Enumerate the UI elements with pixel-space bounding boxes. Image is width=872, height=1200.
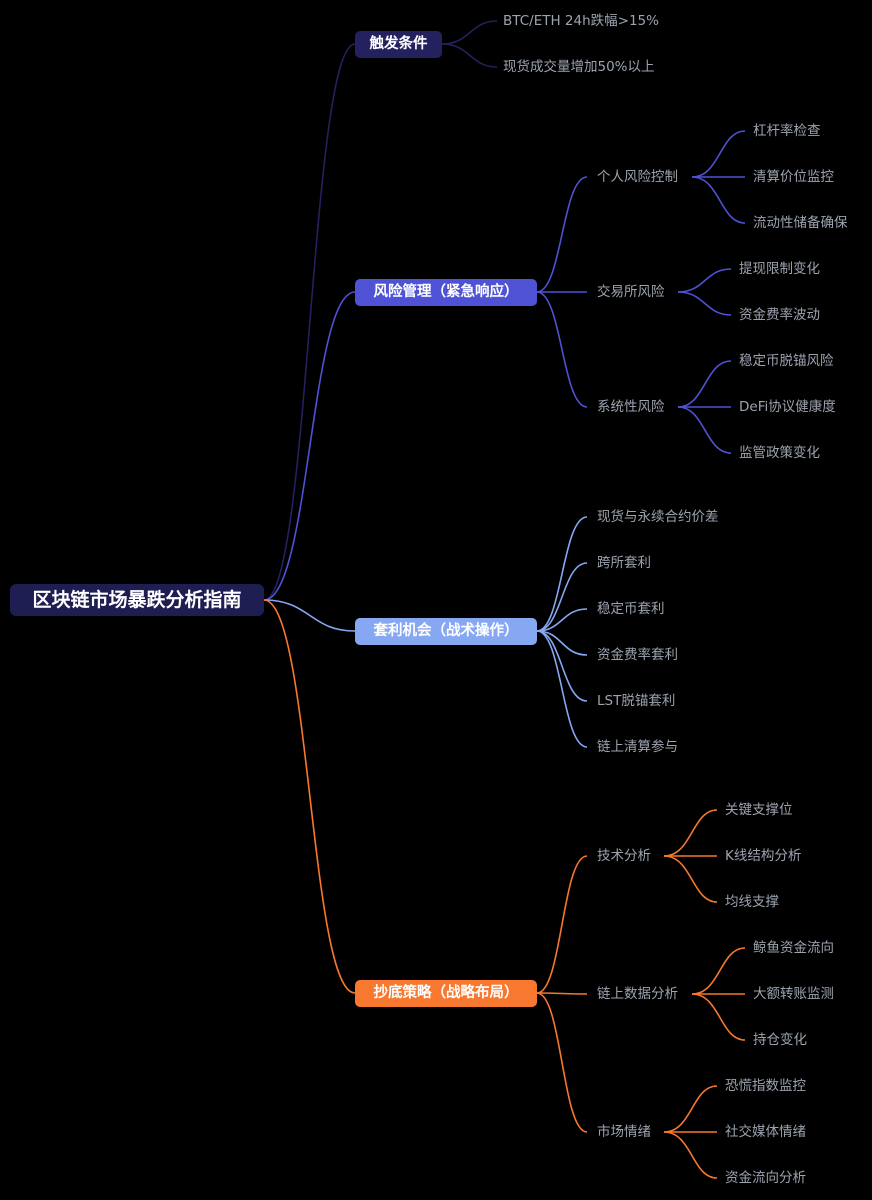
group-risk-exchange[interactable]: 交易所风险	[597, 284, 665, 300]
leaf-arbitrage-5[interactable]: LST脱锚套利	[597, 693, 676, 709]
leaf-bottom-sentiment-3[interactable]: 资金流向分析	[725, 1170, 806, 1186]
leaf-risk-exchange-2[interactable]: 资金费率波动	[739, 307, 820, 323]
leaf-risk-systemic-1[interactable]: 稳定币脱锚风险	[739, 353, 834, 369]
leaf-bottom-technical-2[interactable]: K线结构分析	[725, 848, 802, 864]
group-bottom-onchain[interactable]: 链上数据分析	[597, 986, 678, 1002]
branch-trigger[interactable]: 触发条件	[355, 31, 442, 58]
leaf-bottom-technical-3[interactable]: 均线支撑	[725, 894, 779, 910]
mindmap-root[interactable]: 区块链市场暴跌分析指南	[10, 584, 264, 616]
leaf-risk-personal-2[interactable]: 清算价位监控	[753, 169, 834, 185]
leaf-arbitrage-2[interactable]: 跨所套利	[597, 555, 651, 571]
leaf-bottom-sentiment-2[interactable]: 社交媒体情绪	[725, 1124, 806, 1140]
leaf-arbitrage-3[interactable]: 稳定币套利	[597, 601, 665, 617]
leaf-risk-personal-1[interactable]: 杠杆率检查	[753, 123, 821, 139]
group-bottom-sentiment[interactable]: 市场情绪	[597, 1124, 651, 1140]
leaf-risk-systemic-2[interactable]: DeFi协议健康度	[739, 399, 836, 415]
group-risk-personal[interactable]: 个人风险控制	[597, 169, 678, 185]
leaf-risk-personal-3[interactable]: 流动性储备确保	[753, 215, 848, 231]
leaf-bottom-onchain-1[interactable]: 鲸鱼资金流向	[753, 940, 834, 956]
leaf-bottom-onchain-3[interactable]: 持仓变化	[753, 1032, 807, 1048]
leaf-trigger-2[interactable]: 现货成交量增加50%以上	[503, 59, 655, 75]
leaf-bottom-onchain-2[interactable]: 大额转账监测	[753, 986, 834, 1002]
branch-risk[interactable]: 风险管理（紧急响应）	[355, 279, 537, 306]
group-risk-systemic[interactable]: 系统性风险	[597, 399, 665, 415]
leaf-risk-systemic-3[interactable]: 监管政策变化	[739, 445, 820, 461]
branch-bottom[interactable]: 抄底策略（战略布局）	[355, 980, 537, 1007]
group-bottom-technical[interactable]: 技术分析	[597, 848, 651, 864]
branch-arbitrage[interactable]: 套利机会（战术操作）	[355, 618, 537, 645]
leaf-bottom-sentiment-1[interactable]: 恐慌指数监控	[725, 1078, 806, 1094]
leaf-arbitrage-1[interactable]: 现货与永续合约价差	[597, 509, 719, 525]
leaf-arbitrage-6[interactable]: 链上清算参与	[597, 739, 678, 755]
leaf-arbitrage-4[interactable]: 资金费率套利	[597, 647, 678, 663]
leaf-trigger-1[interactable]: BTC/ETH 24h跌幅>15%	[503, 13, 659, 29]
leaf-risk-exchange-1[interactable]: 提现限制变化	[739, 261, 820, 277]
leaf-bottom-technical-1[interactable]: 关键支撑位	[725, 802, 793, 818]
